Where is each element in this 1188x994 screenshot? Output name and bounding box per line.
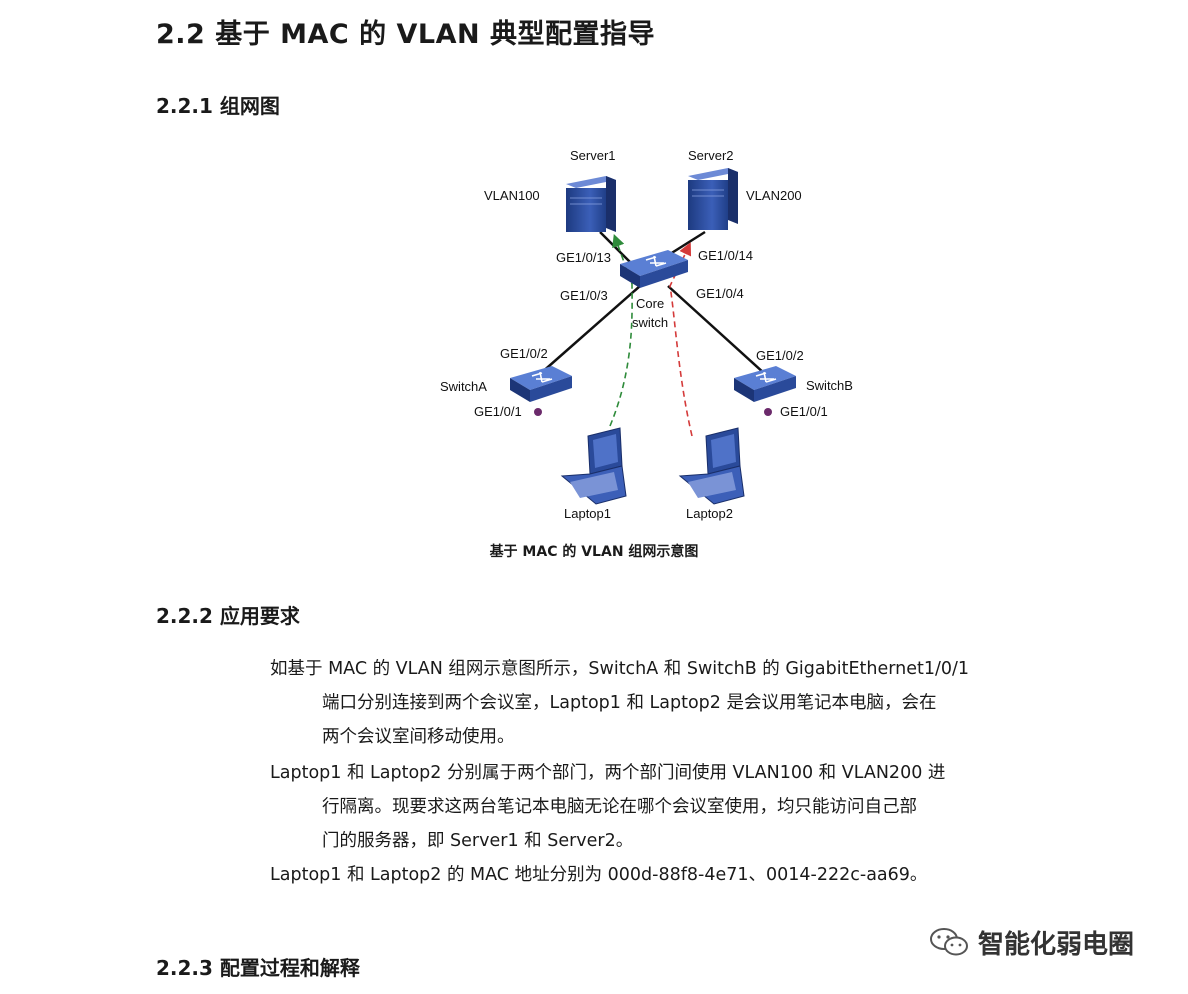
requirement-paragraph-1: 如基于 MAC 的 VLAN 组网示意图所示，SwitchA 和 SwitchB… [270,652,1050,754]
para-line: 行隔离。现要求这两台笔记本电脑无论在哪个会议室使用，均只能访问自己部 [322,797,917,817]
diagram-caption: 基于 MAC 的 VLAN 组网示意图 [489,544,699,560]
label-switchb-ge2: GE1/0/2 [756,348,804,363]
laptop2-icon [678,427,745,505]
server1-icon [566,176,616,232]
label-switcha-ge2: GE1/0/2 [500,346,548,361]
para-line: 门的服务器，即 Server1 和 Server2。 [322,831,634,851]
label-core-line2: switch [632,315,668,330]
requirement-paragraph-2: Laptop1 和 Laptop2 分别属于两个部门，两个部门间使用 VLAN1… [270,756,1050,858]
requirement-paragraph-3: Laptop1 和 Laptop2 的 MAC 地址分别为 000d-88f8-… [270,858,1050,892]
label-vlan100: VLAN100 [484,188,540,203]
link-core-switcha [539,285,641,375]
section-title: 2.2 基于 MAC 的 VLAN 典型配置指导 [156,19,656,50]
label-switcha-ge1: GE1/0/1 [474,404,522,419]
label-port-ge4: GE1/0/4 [696,286,744,301]
switch-a-icon [510,366,572,416]
label-port-ge14: GE1/0/14 [698,248,753,263]
link-core-switchb [667,285,766,375]
subsection-title-config-process: 2.2.3 配置过程和解释 [156,956,360,980]
label-core-line1: Core [636,296,664,311]
para-line: Laptop1 和 Laptop2 的 MAC 地址分别为 000d-88f8-… [270,865,928,885]
wechat-icon [930,928,968,956]
label-vlan200: VLAN200 [746,188,802,203]
label-laptop1: Laptop1 [564,506,611,521]
label-port-ge13: GE1/0/13 [556,250,611,265]
para-line: 如基于 MAC 的 VLAN 组网示意图所示，SwitchA 和 SwitchB… [270,659,970,679]
label-port-ge3: GE1/0/3 [560,288,608,303]
laptop1-icon [560,427,627,505]
core-switch-icon [620,250,688,288]
para-line: 两个会议室间移动使用。 [322,727,515,747]
para-line: Laptop1 和 Laptop2 分别属于两个部门，两个部门间使用 VLAN1… [270,763,946,783]
para-line: 端口分别连接到两个会议室，Laptop1 和 Laptop2 是会议用笔记本电脑… [322,693,937,713]
label-switchb-ge1: GE1/0/1 [780,404,828,419]
label-server2: Server2 [688,148,734,163]
watermark: 智能化弱电圈 [928,922,1134,962]
server2-icon [688,168,738,230]
switch-b-icon [734,366,796,416]
subsection-title-network-diagram: 2.2.1 组网图 [156,94,280,118]
network-diagram: Server1 Server2 VLAN100 VLAN200 GE1/0/13… [440,148,853,521]
subsection-title-requirements: 2.2.2 应用要求 [156,604,300,628]
traffic-path-red [669,242,693,437]
label-switch-a: SwitchA [440,379,487,394]
label-laptop2: Laptop2 [686,506,733,521]
traffic-path-green [609,233,633,427]
label-switch-b: SwitchB [806,378,853,393]
label-server1: Server1 [570,148,616,163]
watermark-text: 智能化弱电圈 [978,929,1135,960]
